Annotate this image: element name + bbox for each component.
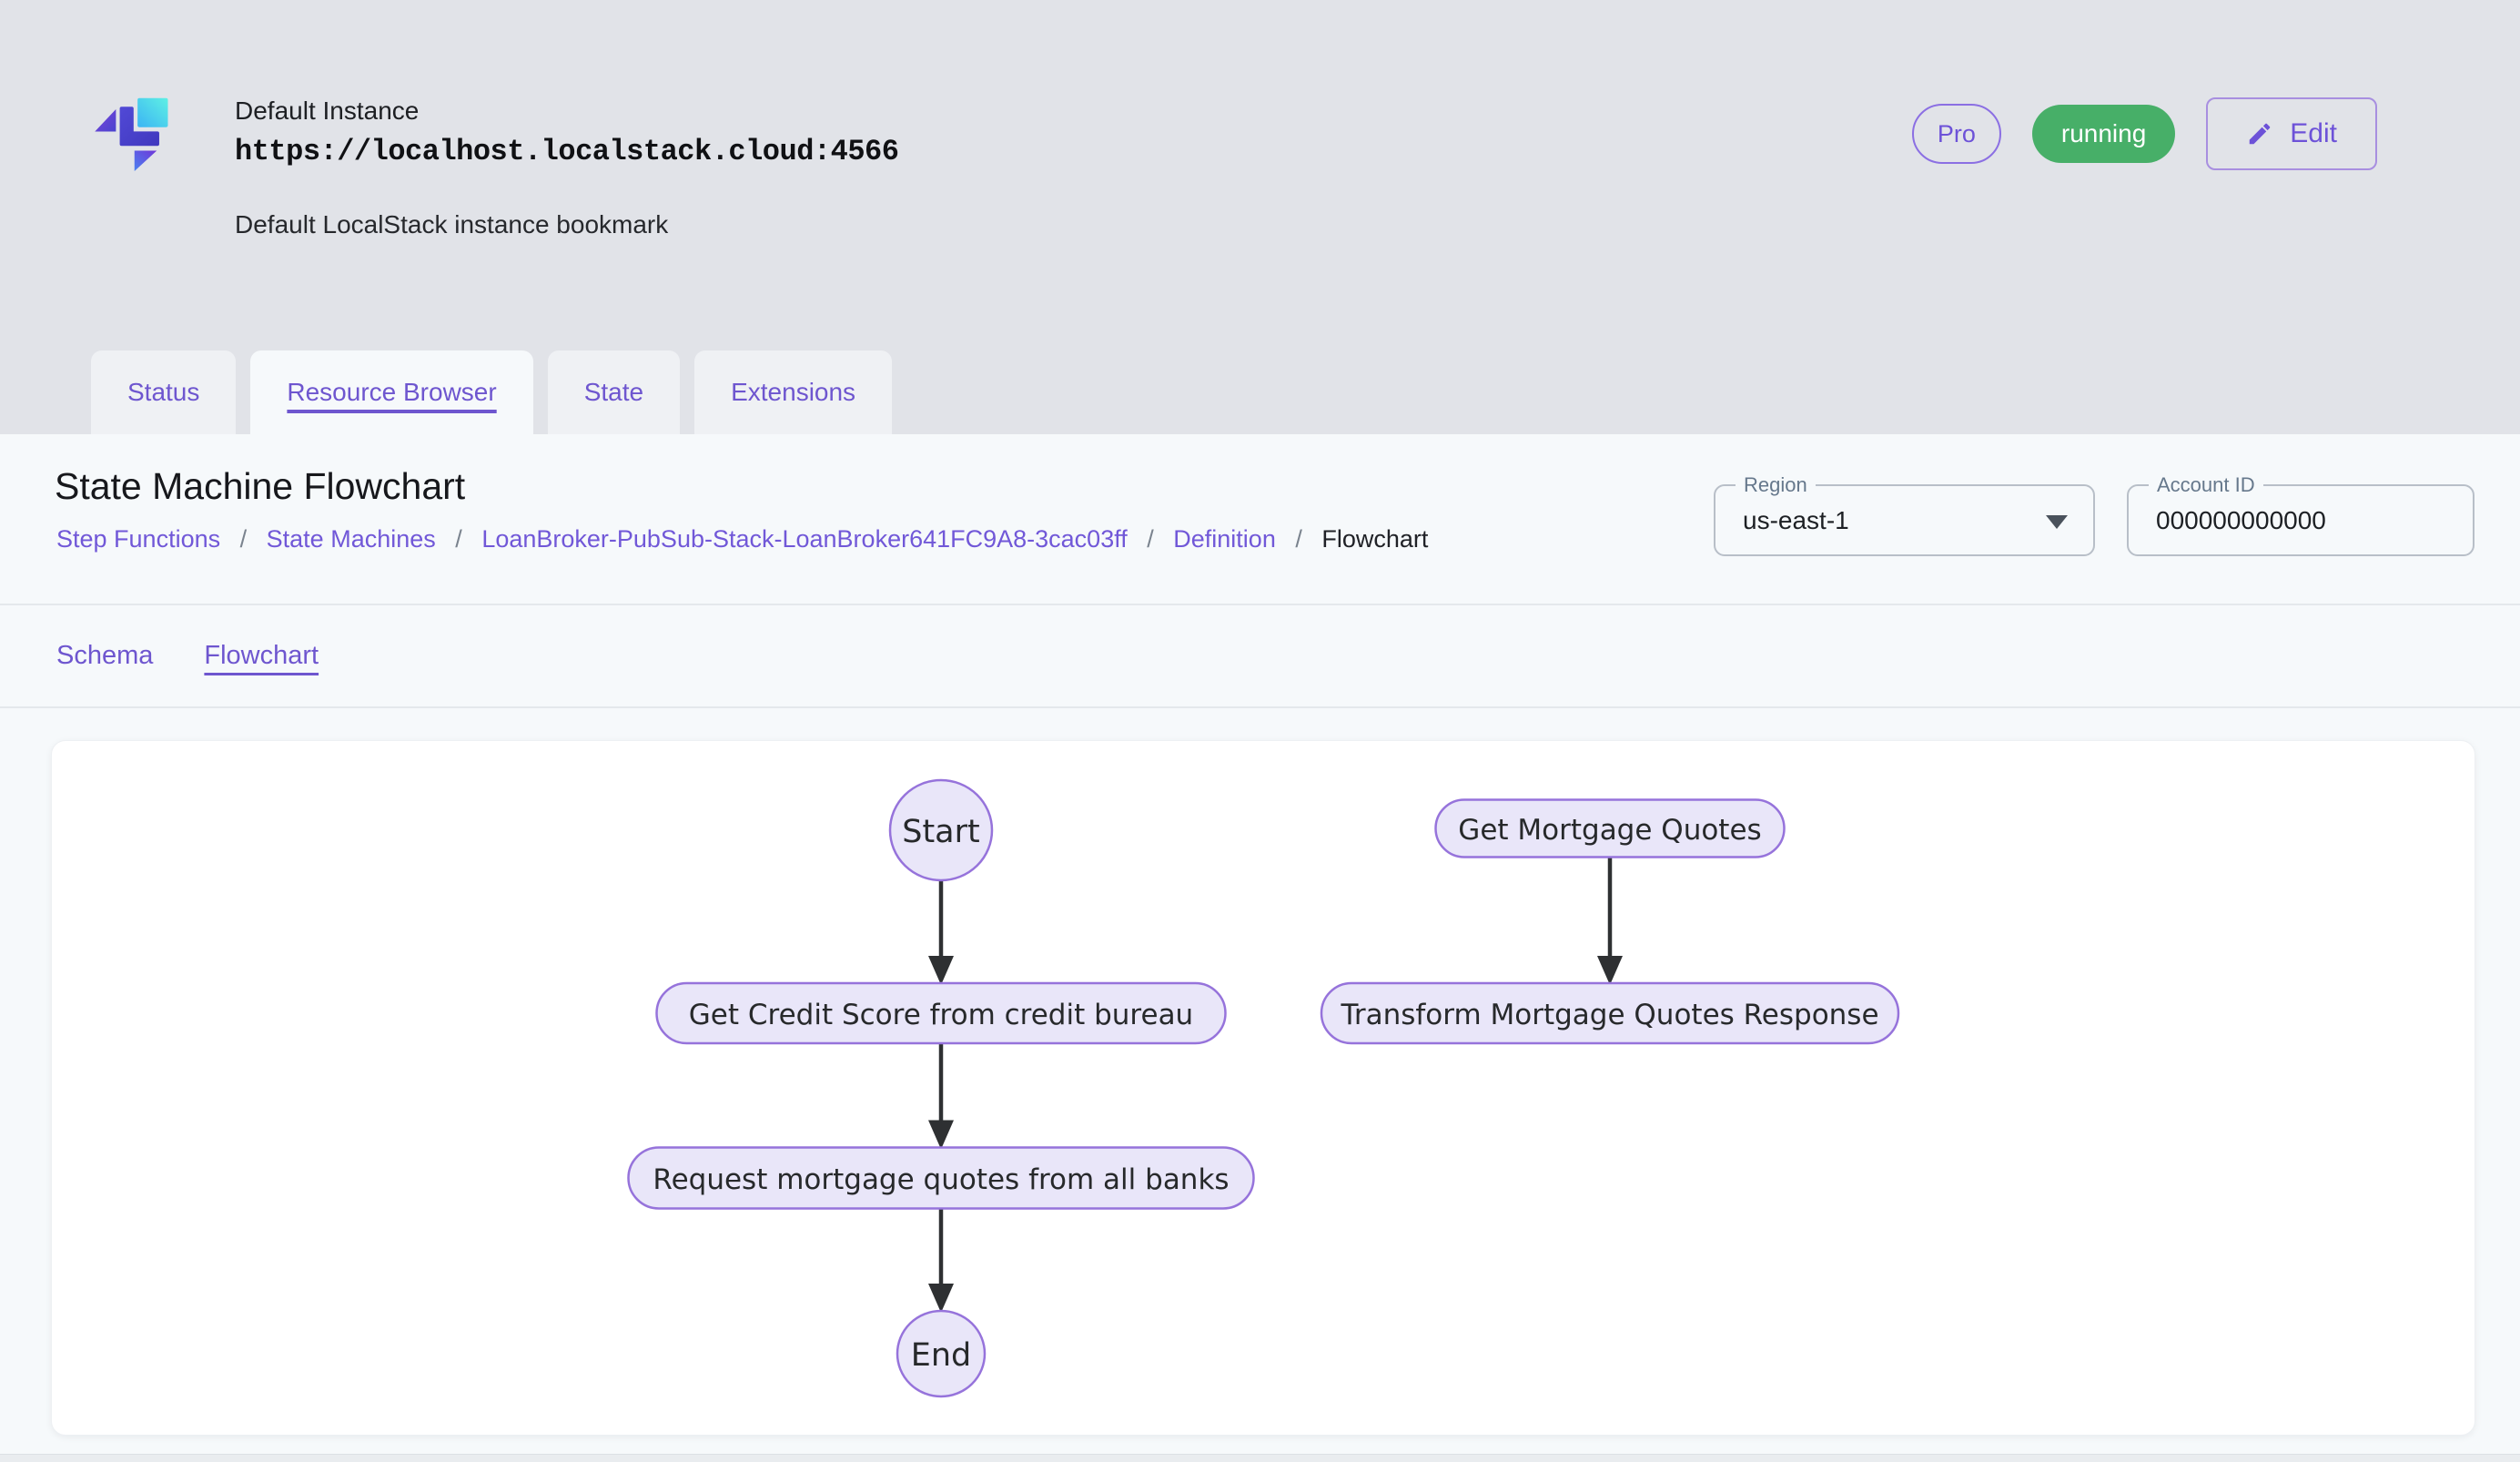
breadcrumb-separator: / bbox=[239, 525, 248, 553]
breadcrumb-separator: / bbox=[1295, 525, 1302, 553]
instance-name: Default Instance bbox=[235, 96, 420, 125]
pro-badge: Pro bbox=[1911, 104, 2001, 164]
flowchart-node-label-start: Start bbox=[902, 814, 980, 850]
page-title: State Machine Flowchart bbox=[55, 465, 466, 507]
resource-browser-panel: State Machine Flowchart Step Functions /… bbox=[0, 434, 2520, 1462]
header-actions: Pro running Edit bbox=[1911, 96, 2377, 172]
edit-button[interactable]: Edit bbox=[2206, 97, 2377, 170]
scope-controls: Region us-east-1 Account ID 000000000000 bbox=[1714, 473, 2474, 556]
flowchart-node-quotes bbox=[1434, 798, 1786, 858]
flowchart-node-label-transform: Transform Mortgage Quotes Response bbox=[1340, 999, 1878, 1031]
account-id-label: Account ID bbox=[2149, 473, 2263, 497]
flowchart-node-transform bbox=[1320, 981, 1900, 1045]
breadcrumb-state-machine-name[interactable]: LoanBroker-PubSub-Stack-LoanBroker641FC9… bbox=[481, 525, 1128, 553]
breadcrumb: Step Functions / State Machines / LoanBr… bbox=[56, 525, 1428, 553]
instance-url: https://localhost.localstack.cloud:4566 bbox=[235, 135, 899, 168]
subtab-flowchart[interactable]: Flowchart bbox=[204, 641, 319, 670]
tab-extensions[interactable]: Extensions bbox=[694, 350, 893, 434]
flowchart-node-request bbox=[627, 1146, 1255, 1210]
bottom-strip bbox=[0, 1454, 2520, 1462]
flowchart-node-label-credit: Get Credit Score from credit bureau bbox=[689, 999, 1193, 1031]
flowchart-node-start bbox=[888, 778, 994, 882]
breadcrumb-state-machines[interactable]: State Machines bbox=[266, 525, 436, 553]
breadcrumb-separator: / bbox=[455, 525, 462, 553]
arrowhead-icon bbox=[928, 1284, 954, 1313]
main-tabs: Status Resource Browser State Extensions bbox=[91, 350, 893, 434]
instance-description: Default LocalStack instance bookmark bbox=[235, 210, 669, 239]
arrowhead-icon bbox=[928, 956, 954, 985]
instance-header: Default Instance https://localhost.local… bbox=[0, 0, 2520, 434]
tab-state[interactable]: State bbox=[547, 350, 681, 434]
arrowhead-icon bbox=[928, 1120, 954, 1150]
flowchart-node-label-end: End bbox=[911, 1337, 972, 1374]
instance-info: Default Instance https://localhost.local… bbox=[235, 96, 899, 239]
breadcrumb-definition[interactable]: Definition bbox=[1173, 525, 1276, 553]
definition-subtabs: Schema Flowchart bbox=[0, 605, 2520, 708]
pencil-icon bbox=[2250, 123, 2271, 145]
edit-button-label: Edit bbox=[2290, 118, 2337, 148]
flowchart-node-end bbox=[896, 1309, 987, 1398]
chevron-down-icon bbox=[2046, 514, 2068, 529]
page-toolbar: State Machine Flowchart Step Functions /… bbox=[0, 434, 2520, 605]
region-value: us-east-1 bbox=[1743, 505, 1849, 534]
localstack-logo-icon bbox=[95, 97, 168, 171]
breadcrumb-separator: / bbox=[1147, 525, 1154, 553]
flowchart-node-credit bbox=[655, 981, 1227, 1045]
breadcrumb-step-functions[interactable]: Step Functions bbox=[56, 525, 221, 553]
flowchart-node-label-request: Request mortgage quotes from all banks bbox=[653, 1163, 1229, 1196]
breadcrumb-current: Flowchart bbox=[1321, 525, 1429, 553]
region-select[interactable]: Region us-east-1 bbox=[1714, 473, 2095, 556]
account-id-input[interactable]: Account ID 000000000000 bbox=[2127, 473, 2474, 556]
region-label: Region bbox=[1736, 473, 1816, 497]
account-id-value: 000000000000 bbox=[2156, 505, 2326, 534]
arrowhead-icon bbox=[1597, 956, 1623, 985]
subtab-schema[interactable]: Schema bbox=[56, 641, 154, 670]
running-status-badge: running bbox=[2031, 105, 2176, 163]
flowchart-node-label-quotes: Get Mortgage Quotes bbox=[1458, 814, 1761, 847]
tab-status[interactable]: Status bbox=[91, 350, 237, 434]
tab-resource-browser[interactable]: Resource Browser bbox=[250, 350, 533, 434]
